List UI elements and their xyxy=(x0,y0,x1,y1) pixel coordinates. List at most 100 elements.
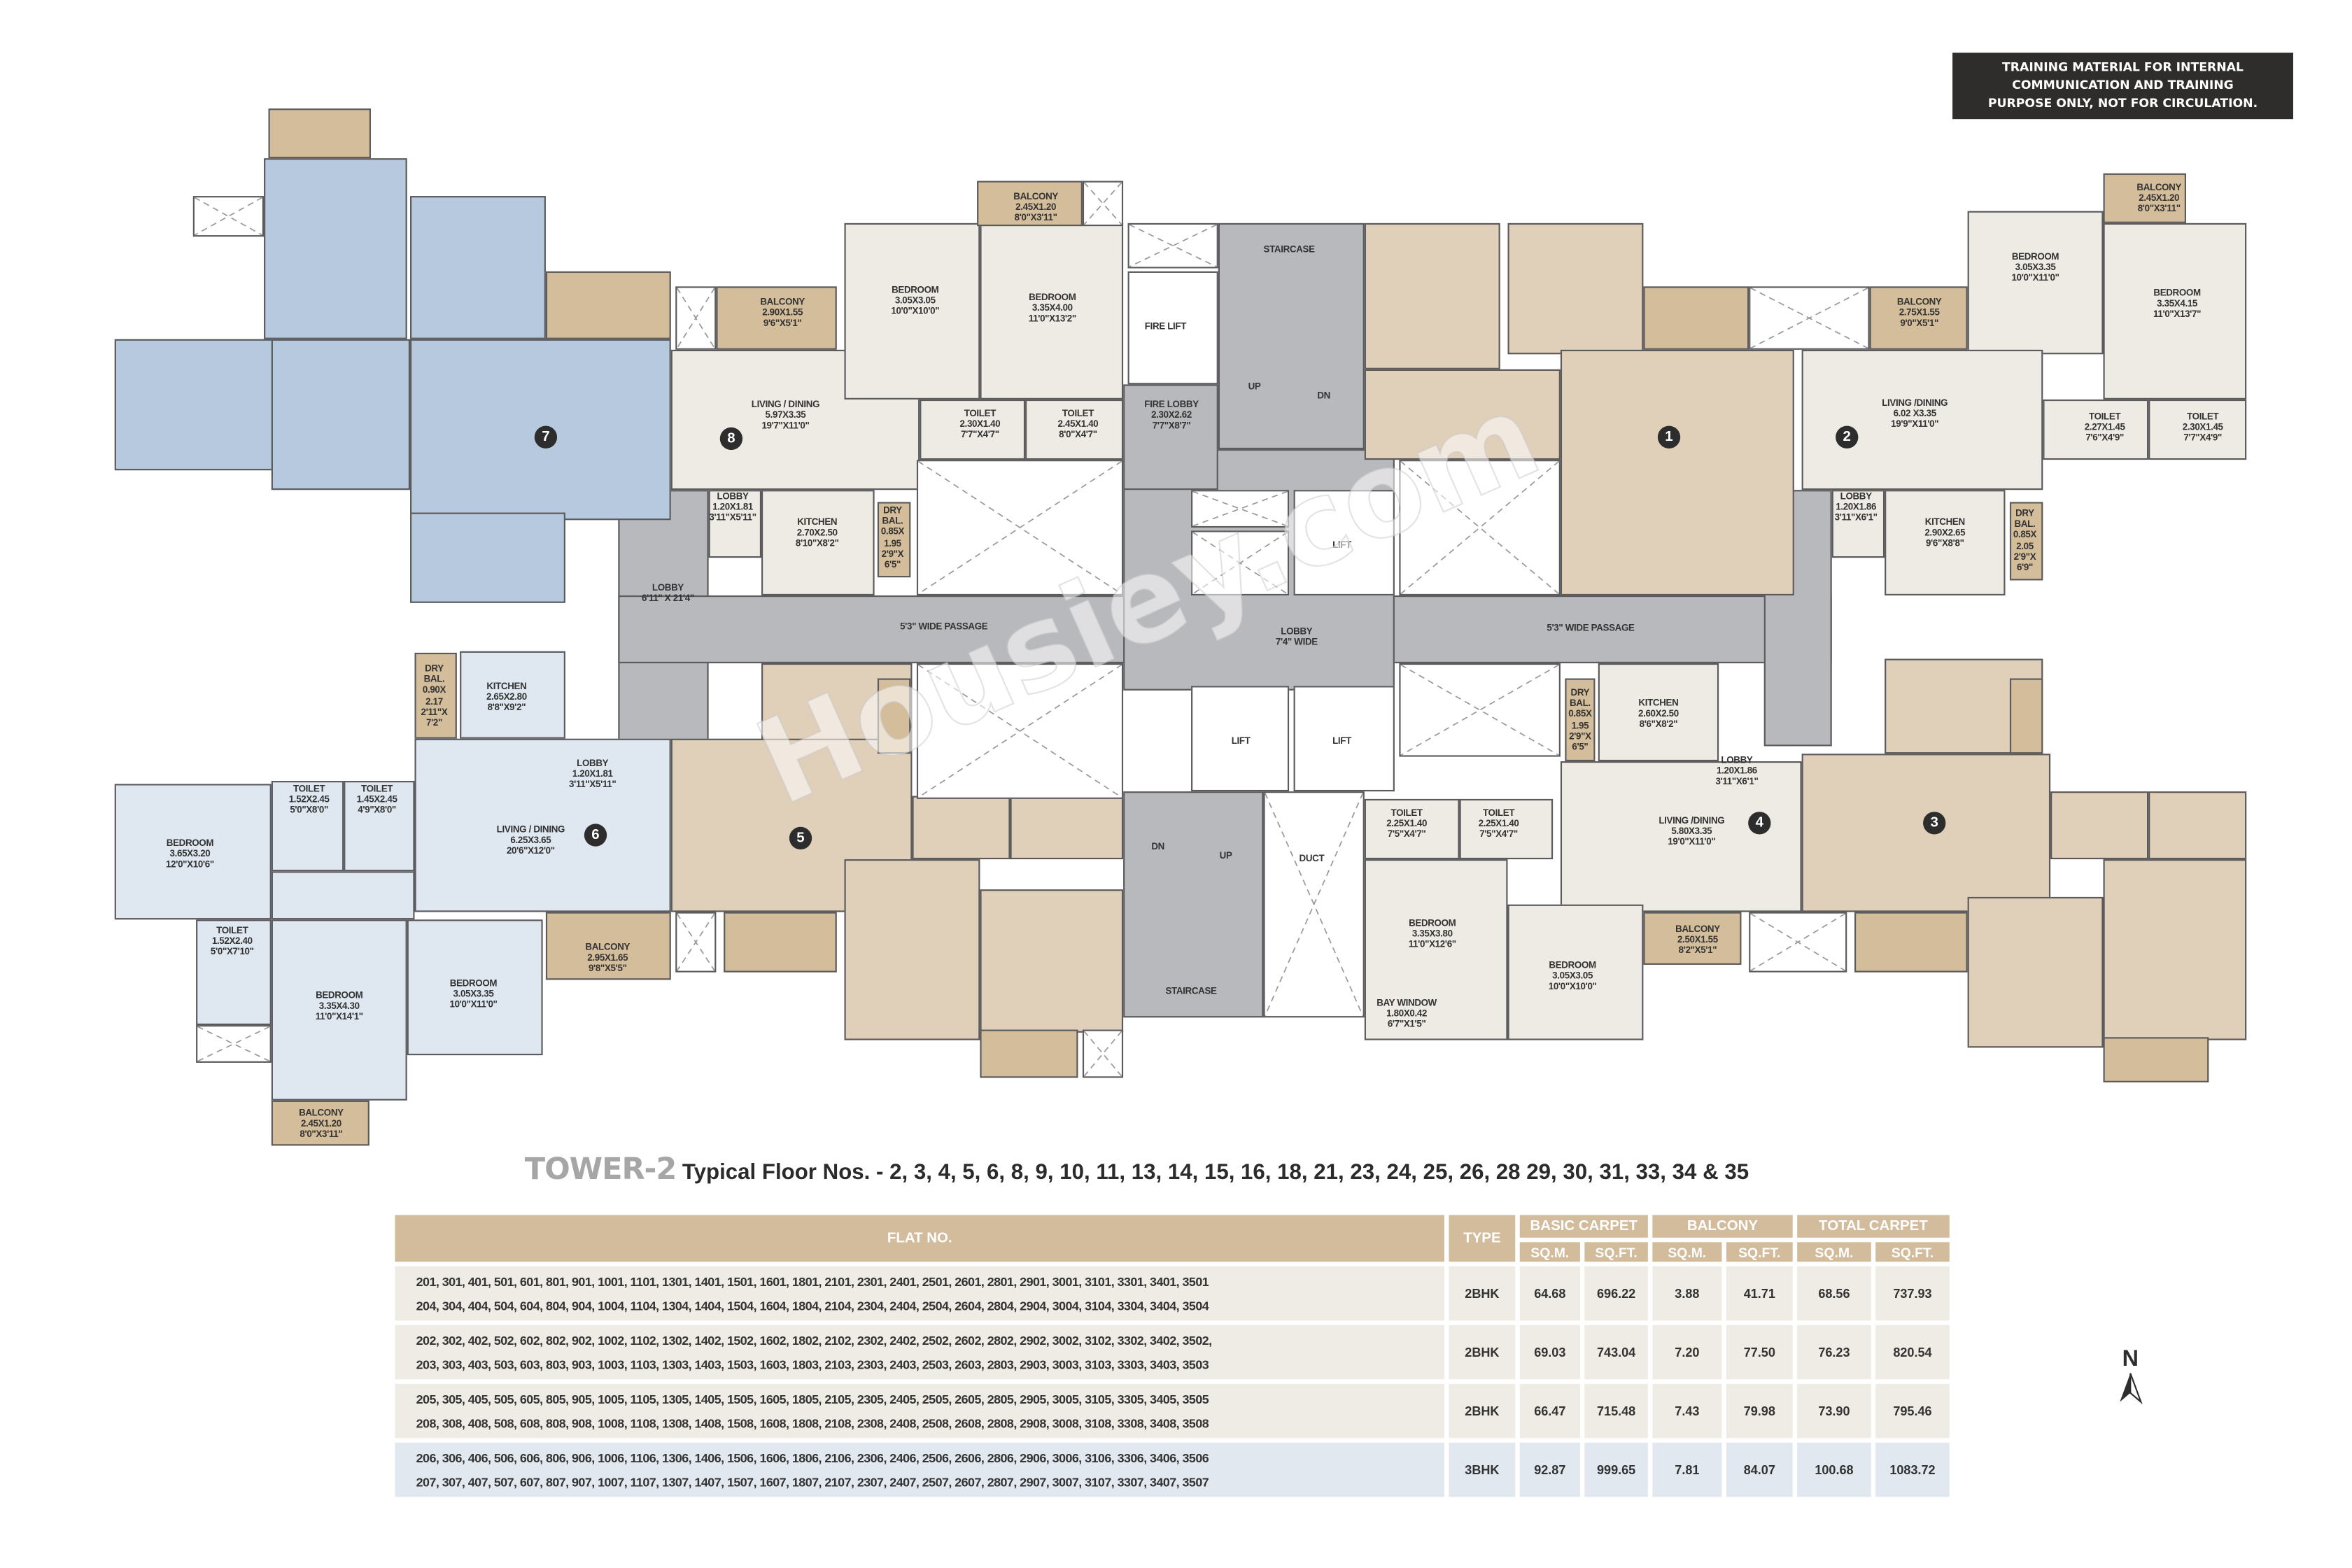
notice-line: TRAINING MATERIAL FOR INTERNAL xyxy=(2002,60,2244,74)
room-label-line: BEDROOM xyxy=(2153,288,2201,299)
room xyxy=(271,919,407,1101)
room-label: FIRE LIFT xyxy=(1145,322,1187,333)
fire-lift xyxy=(1127,271,1218,385)
cell-total-sqm: 100.68 xyxy=(1797,1442,1871,1497)
room-label: STAIRCASE xyxy=(1165,987,1216,998)
balcony xyxy=(2103,1037,2209,1082)
room xyxy=(844,223,980,400)
room xyxy=(410,512,565,603)
room-label-line: LIVING / DINING xyxy=(496,824,565,836)
open-shaft xyxy=(1749,286,1870,350)
flat-number-badge: 3 xyxy=(1923,812,1946,835)
room-label-line: 8'8"X9'2" xyxy=(487,703,526,714)
flat-numbers: 205, 305, 405, 505, 605, 805, 905, 1005,… xyxy=(395,1383,1445,1439)
room xyxy=(1025,399,1124,460)
room-label-line: 3.35X4.30 xyxy=(318,1001,360,1012)
header-sqm: SQ.M. xyxy=(1797,1242,1871,1262)
room-label-line: 6'7"X1'5" xyxy=(1387,1019,1426,1031)
room-label-line: 2'9"X xyxy=(2013,551,2036,563)
balcony xyxy=(716,286,837,350)
header-flat-no: FLAT NO. xyxy=(395,1215,1445,1262)
room xyxy=(264,158,407,339)
room-label-line: BEDROOM xyxy=(2011,252,2059,263)
room-label-line: 1.95 xyxy=(884,538,901,549)
cell-basic-sqft: 999.65 xyxy=(1584,1442,1648,1497)
room-label-line: BALCONY xyxy=(585,942,631,954)
dry-balcony xyxy=(2009,678,2043,754)
room-label-line: 1.95 xyxy=(1571,720,1589,731)
room-label-line: BAY WINDOW xyxy=(1376,998,1437,1009)
room-label-line: TOILET xyxy=(361,784,393,795)
cell-basic-sqm: 66.47 xyxy=(1519,1383,1580,1439)
room-label-line: 10'0"X11'0" xyxy=(449,1000,498,1011)
flat-number-badge: 5 xyxy=(789,826,812,850)
room-label-line: 6.25X3.65 xyxy=(510,835,551,847)
room-label-line: 9'0"X5'1" xyxy=(1900,318,1938,330)
room-label-line: DRY xyxy=(1570,688,1590,699)
room-label-line: 2.45X1.40 xyxy=(1057,419,1099,430)
balcony xyxy=(1643,286,1749,350)
room-label-line: 6.02 X3.35 xyxy=(1893,409,1937,420)
north-indicator: N xyxy=(2117,1346,2144,1413)
cell-basic-sqm: 64.68 xyxy=(1519,1266,1580,1321)
room-label-line: BALCONY xyxy=(1675,924,1720,935)
room-label-line: TOILET xyxy=(1390,808,1423,819)
room-label-line: 3.05X3.35 xyxy=(2015,262,2056,274)
room xyxy=(920,399,1026,460)
flat-number-badge: 8 xyxy=(719,427,743,451)
room-label-line: BAL. xyxy=(423,674,445,686)
flat-numbers-line: 204, 304, 404, 504, 604, 804, 904, 1004,… xyxy=(416,1298,1209,1313)
open-shaft xyxy=(1191,490,1290,528)
open-shaft xyxy=(675,912,717,973)
dry-balcony xyxy=(877,678,911,754)
room-label-line: 3'11"X6'1" xyxy=(1834,513,1878,524)
room-label-line: 1.20X1.81 xyxy=(572,769,613,780)
room xyxy=(1364,798,1460,860)
room-label-line: TOILET xyxy=(293,784,325,795)
flat-numbers-line: 207, 307, 407, 507, 607, 807, 907, 1007,… xyxy=(416,1474,1209,1490)
open-shaft xyxy=(1082,1029,1124,1078)
room xyxy=(1507,223,1644,355)
room-label-line: BALCONY xyxy=(2136,183,2182,194)
room xyxy=(1560,761,1802,912)
cell-type: 2BHK xyxy=(1449,1383,1516,1439)
room-label-line: BEDROOM xyxy=(1409,918,1456,929)
room-label-line: 5'3" WIDE PASSAGE xyxy=(900,621,988,633)
room xyxy=(196,919,272,1026)
room-label-line: LIFT xyxy=(1332,540,1351,551)
room-label-line: 2.95X1.65 xyxy=(587,953,628,964)
room-label: LIFT xyxy=(1232,736,1251,747)
cell-basic-sqm: 69.03 xyxy=(1519,1325,1580,1380)
room-label-line: 0.85X xyxy=(2013,530,2037,542)
room-label-line: 2.27X1.45 xyxy=(2084,423,2125,434)
header-sqm: SQ.M. xyxy=(1652,1242,1722,1262)
room-label-line: DN xyxy=(1151,842,1164,853)
room-label-line: LOBBY xyxy=(1281,626,1313,637)
room-label-line: 2.75X1.55 xyxy=(1899,308,1940,319)
flat-number-badge: 6 xyxy=(584,824,607,847)
dry-balcony xyxy=(877,502,911,578)
room-label-line: 1.45X2.45 xyxy=(356,795,397,806)
cell-basic-sqft: 743.04 xyxy=(1584,1325,1648,1380)
flat-number-badge: 2 xyxy=(1836,425,1859,448)
dry-balcony xyxy=(414,652,457,739)
room-label-line: BALCONY xyxy=(760,297,805,308)
room-label-line: 8'0"X3'11" xyxy=(2137,204,2181,216)
room-label: STAIRCASE xyxy=(1264,245,1315,256)
room-label-line: 5.97X3.35 xyxy=(765,410,806,421)
room xyxy=(114,339,273,471)
lift xyxy=(1191,686,1290,792)
flat-numbers: 202, 302, 402, 502, 602, 802, 902, 1002,… xyxy=(395,1325,1445,1380)
room-label-line: 2.05 xyxy=(2016,541,2034,552)
cell-balcony-sqm: 7.43 xyxy=(1652,1383,1722,1439)
balcony xyxy=(977,181,1083,227)
